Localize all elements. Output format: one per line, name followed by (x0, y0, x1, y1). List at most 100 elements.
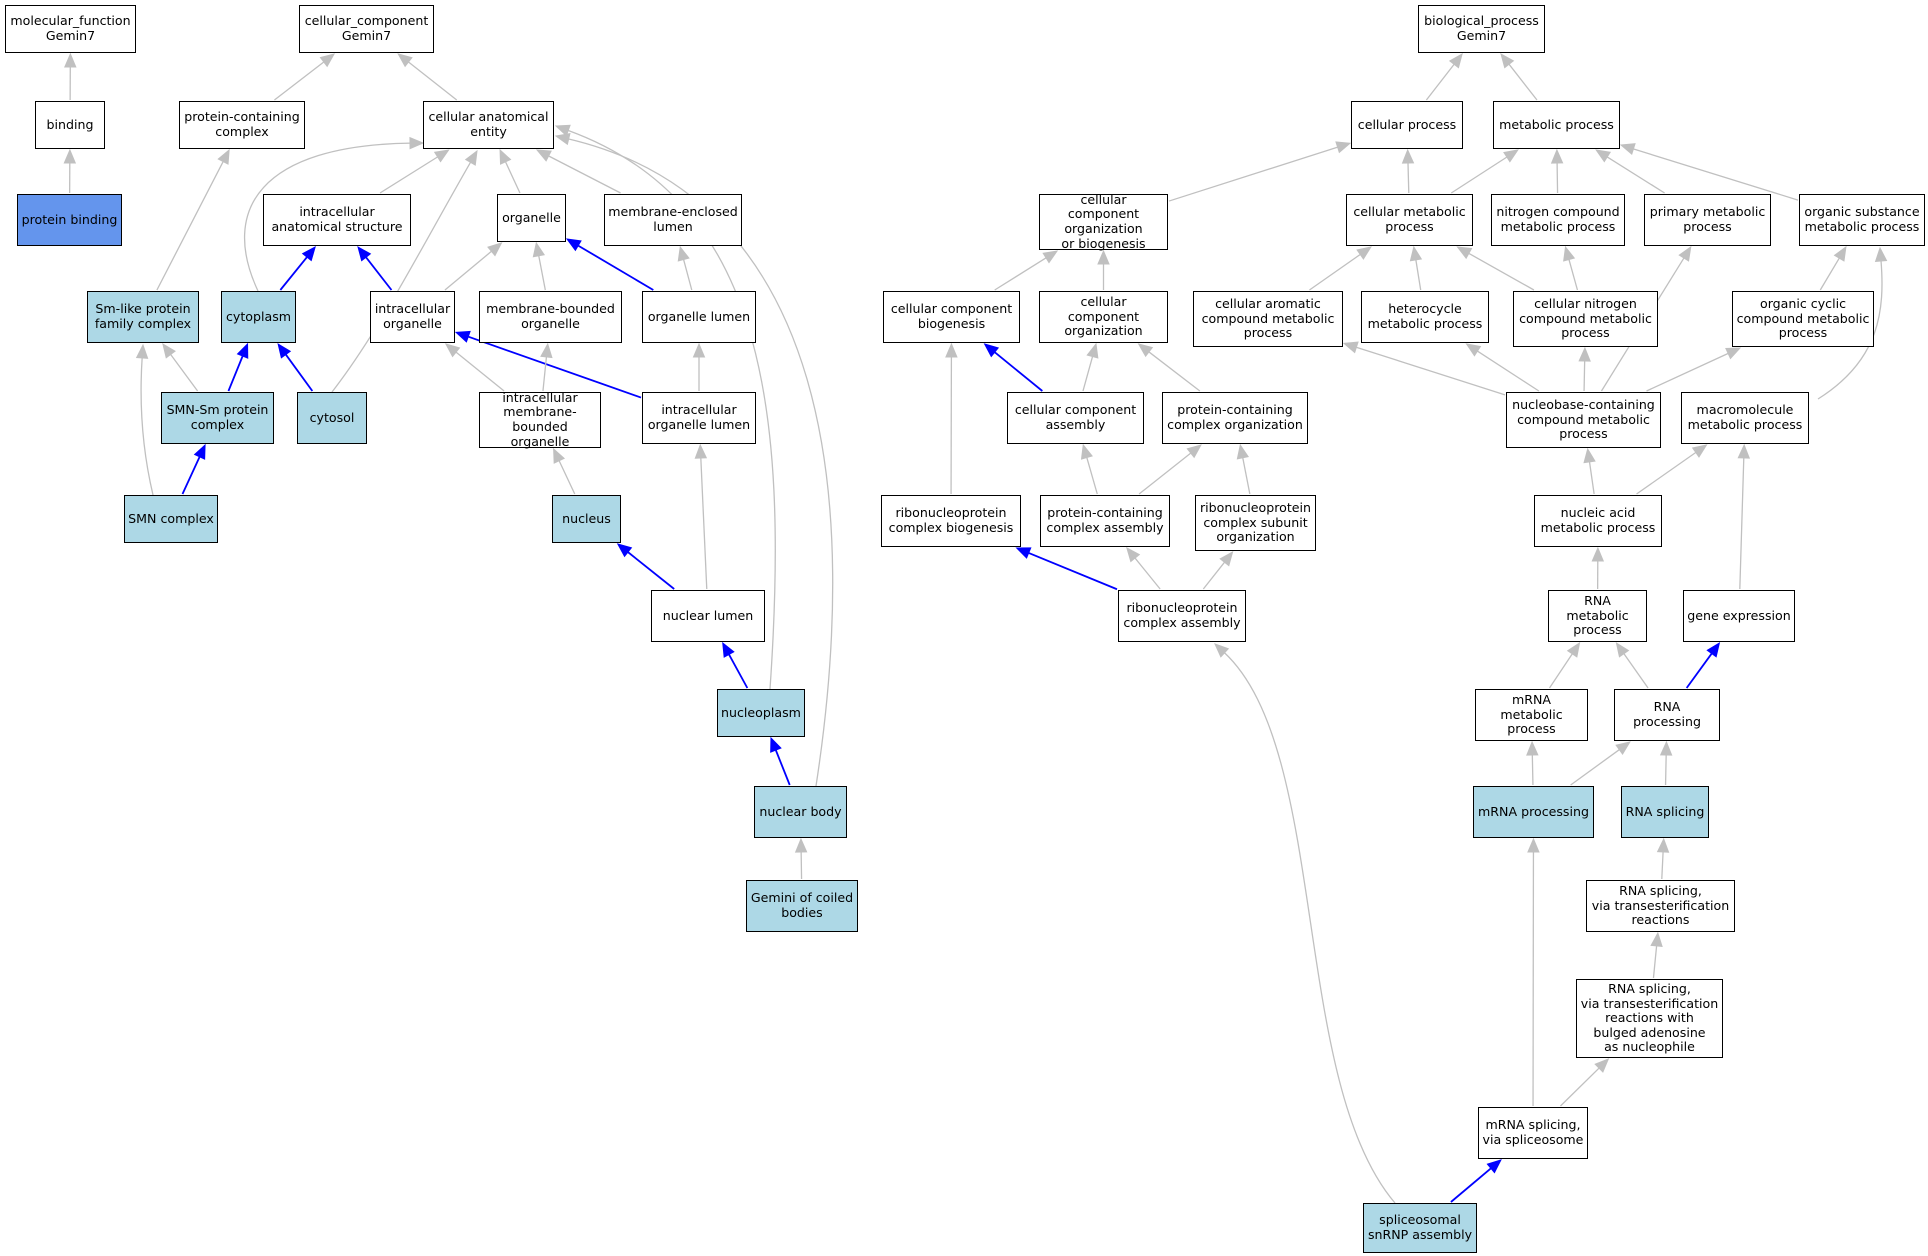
go-term-node-rcb[interactable]: ribonucleoprotein complex biogenesis (881, 495, 1021, 547)
go-term-node-snrnp[interactable]: spliceosomal snRNP assembly (1363, 1203, 1477, 1253)
go-term-node-pcc[interactable]: protein-containing complex (179, 101, 305, 149)
go-term-node-cytoplasm[interactable]: cytoplasm (221, 291, 296, 343)
go-term-node-rcso[interactable]: ribonucleoprotein complex subunit organi… (1195, 495, 1316, 551)
go-term-node-cmp[interactable]: cellular metabolic process (1346, 194, 1473, 246)
go-term-node-ccb[interactable]: cellular component biogenesis (883, 291, 1020, 343)
go-term-node-smlike[interactable]: Sm-like protein family complex (87, 291, 199, 343)
go-term-node-mrnas[interactable]: mRNA splicing, via spliceosome (1478, 1107, 1588, 1159)
edge-arrowhead (1086, 342, 1099, 359)
go-term-node-imbo[interactable]: intracellular membrane-bounded organelle (479, 390, 601, 448)
go-term-node-pca[interactable]: protein-containing complex assembly (1040, 495, 1170, 547)
edge-line (1168, 146, 1339, 202)
go-term-node-cco[interactable]: cellular component organization (1039, 291, 1168, 343)
go-term-node-io[interactable]: intracellular organelle (370, 291, 455, 343)
edge-arrowhead (1456, 246, 1473, 260)
edge-arrowhead (1678, 245, 1692, 262)
go-term-node-mrnamp[interactable]: mRNA metabolic process (1475, 689, 1588, 741)
edge-arrowhead (135, 343, 149, 359)
edge-smnsm-to-smlike (162, 342, 199, 392)
go-term-node-ccob[interactable]: cellular component organization or bioge… (1039, 192, 1168, 250)
edge-arrowhead (1583, 447, 1596, 464)
go-term-node-organelle[interactable]: organelle (497, 194, 566, 242)
go-term-node-cca[interactable]: cellular component assembly (1007, 392, 1144, 444)
go-term-node-rst[interactable]: RNA splicing, via transesterification re… (1586, 880, 1735, 932)
go-term-node-smn[interactable]: SMN complex (124, 495, 218, 543)
edge-cacmp-to-cmp (1309, 246, 1372, 291)
go-term-node-smnsm[interactable]: SMN-Sm protein complex (161, 392, 274, 444)
go-term-node-pco[interactable]: protein-containing complex organization (1162, 392, 1308, 444)
go-term-node-rnaproc[interactable]: RNA processing (1614, 689, 1720, 741)
go-term-node-rnasplice[interactable]: RNA splicing (1621, 786, 1709, 838)
go-term-node-binding[interactable]: binding (35, 101, 105, 149)
go-term-node-cellproc[interactable]: cellular process (1351, 101, 1463, 149)
edge-arrowhead (499, 148, 512, 165)
edge-cncmp-to-ncmp (1563, 245, 1579, 291)
edge-mrnas-to-mrnaproc (1527, 837, 1540, 1107)
go-term-node-cae[interactable]: cellular anatomical entity (423, 101, 554, 149)
edge-line (1450, 155, 1509, 194)
edge-cytoplasm-to-cae (243, 136, 425, 292)
edge-line (1138, 451, 1192, 495)
edge-arrowhead (983, 343, 1000, 358)
go-term-node-nucleoplasm[interactable]: nucleoplasm (717, 689, 805, 737)
go-term-node-protein-binding[interactable]: protein binding (17, 194, 122, 246)
edge-rnaproc-to-rnamp (1615, 641, 1649, 689)
edge-nbody-to-cae (554, 132, 834, 787)
edge-nucleoplasm-to-nlumen (722, 641, 749, 689)
go-term-node-ias[interactable]: intracellular anatomical structure (263, 194, 411, 246)
edge-nlumen-to-nucleus (616, 543, 675, 590)
edge-arrowhead (1335, 141, 1352, 154)
go-term-node-gemini[interactable]: Gemini of coiled bodies (746, 880, 858, 932)
go-term-node-hmp[interactable]: heterocycle metabolic process (1361, 291, 1489, 343)
edge-line (1568, 258, 1579, 291)
go-term-node-bp-root[interactable]: biological_process Gemin7 (1418, 5, 1545, 53)
go-term-node-iol[interactable]: intracellular organelle lumen (642, 392, 756, 444)
go-term-node-rnamp[interactable]: RNA metabolic process (1548, 590, 1647, 642)
go-term-node-pmp[interactable]: primary metabolic process (1644, 194, 1771, 246)
edge-arrowhead (1409, 245, 1423, 262)
edge-mbo-to-organelle (532, 241, 546, 291)
go-term-node-cncmp[interactable]: cellular nitrogen compound metabolic pro… (1513, 291, 1658, 347)
go-term-node-metproc[interactable]: metabolic process (1493, 101, 1620, 149)
edge-mrnaproc-to-rnaproc (1570, 741, 1631, 786)
go-term-node-olumen[interactable]: organelle lumen (642, 291, 756, 343)
edge-arrowhead (409, 136, 425, 150)
go-term-node-nlumen[interactable]: nuclear lumen (651, 590, 765, 642)
edge-arrowhead (1594, 1058, 1610, 1073)
go-term-node-nbody[interactable]: nuclear body (754, 786, 847, 838)
edge-pmp-to-metproc (1595, 149, 1665, 194)
edge-organelle-to-cae (499, 148, 521, 194)
edge-line (558, 459, 576, 495)
go-term-node-mmp[interactable]: macromolecule metabolic process (1681, 392, 1809, 444)
go-term-node-rstb[interactable]: RNA splicing, via transesterification re… (1576, 979, 1723, 1058)
go-term-node-cc-root[interactable]: cellular_component Gemin7 (299, 5, 434, 53)
edge-cytosol-to-cytoplasm (277, 342, 314, 392)
edge-line (1202, 561, 1226, 590)
edge-line (626, 550, 675, 590)
edge-rca-to-rcb (1015, 547, 1118, 591)
edge-cellproc-to-bp_root (1425, 52, 1463, 101)
go-term-node-nccmp[interactable]: nucleobase-containing compound metabolic… (1506, 392, 1661, 448)
go-term-node-occmp[interactable]: organic cyclic compound metabolic proces… (1732, 291, 1874, 347)
go-term-node-geneexp[interactable]: gene expression (1683, 590, 1795, 642)
edge-line (140, 356, 154, 496)
go-term-node-mel[interactable]: membrane-enclosed lumen (604, 194, 742, 246)
go-term-node-ncmp[interactable]: nitrogen compound metabolic process (1491, 194, 1625, 246)
edge-arrowhead (1526, 740, 1539, 756)
go-term-node-namp[interactable]: nucleic acid metabolic process (1534, 495, 1662, 547)
edge-smn-to-smlike (135, 343, 154, 496)
go-term-node-osmp[interactable]: organic substance metabolic process (1799, 194, 1925, 246)
edge-mrnamp-to-rnamp (1548, 641, 1581, 689)
go-term-node-nucleus[interactable]: nucleus (552, 495, 621, 543)
go-term-node-cacmp[interactable]: cellular aromatic compound metabolic pro… (1193, 291, 1343, 347)
edge-arrowhead (1342, 341, 1359, 354)
go-term-node-cytosol[interactable]: cytosol (297, 392, 367, 444)
edge-arrowhead (616, 543, 633, 558)
edge-line (1355, 346, 1506, 396)
edge-line (1632, 148, 1799, 201)
go-term-node-mrnaproc[interactable]: mRNA processing (1473, 786, 1594, 838)
go-term-node-mf-root[interactable]: molecular_function Gemin7 (5, 5, 136, 53)
go-term-node-mbo[interactable]: membrane-bounded organelle (479, 291, 622, 343)
edge-line (284, 353, 314, 392)
go-term-node-rca[interactable]: ribonucleoprotein complex assembly (1118, 590, 1246, 642)
